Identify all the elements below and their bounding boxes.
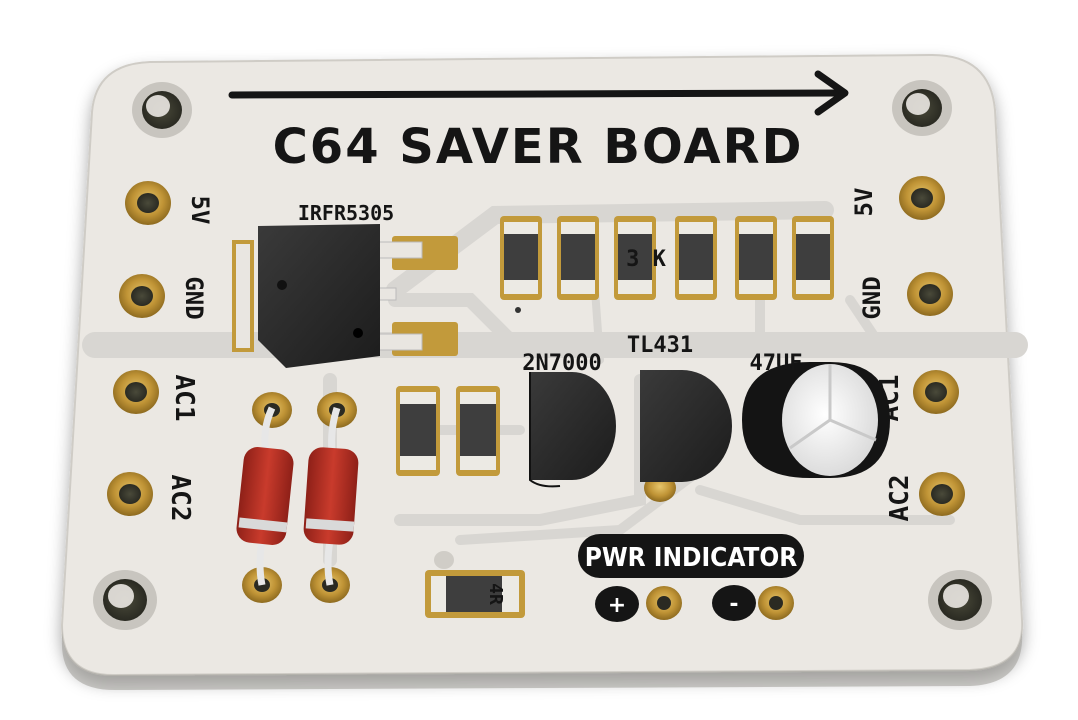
capacitor-label: 47UF (750, 351, 803, 376)
regulator-label: TL431 (627, 333, 693, 358)
pin-label-left-gnd: GND (180, 276, 208, 319)
mounting-hole-icon (928, 570, 992, 630)
diode-component (236, 447, 294, 545)
diode-component (303, 447, 359, 545)
resistor-array: 3 K (500, 216, 834, 313)
resistor-pair (396, 386, 500, 476)
smd-resistor (500, 216, 542, 300)
pin-pad (919, 472, 965, 516)
transistor-label: 2N7000 (522, 351, 601, 376)
smd-resistor (396, 386, 440, 476)
pin-label-left-5v: 5V (186, 196, 214, 225)
board-title: C64 SAVER BOARD (273, 119, 804, 175)
pin-pad (907, 272, 953, 316)
pin-label-left-ac1: AC1 (169, 375, 199, 422)
pin-label-left-ac2: AC2 (165, 475, 195, 522)
resistor-value-label: 3 K (626, 247, 666, 272)
pin-label-right-5v: 5V (850, 188, 878, 217)
smd-resistor (675, 216, 717, 300)
pin-label-right-gnd: GND (858, 276, 886, 319)
diode-pair (236, 392, 359, 603)
smd-resistor (456, 386, 500, 476)
capacitor-47uf: 47UF (742, 351, 890, 478)
mosfet-component: IRFR5305 (232, 201, 458, 368)
smd-resistor (614, 216, 656, 300)
mounting-hole-icon (892, 80, 952, 136)
pin-pad (913, 370, 959, 414)
smd-resistor (792, 216, 834, 300)
regulator-tl431: TL431 (627, 333, 732, 502)
bottom-resistor: 4R (425, 551, 525, 618)
pin-pad (119, 274, 165, 318)
left-pin-header: 5V GND AC1 AC2 (107, 181, 214, 521)
pin-pad (107, 472, 153, 516)
transistor-2n7000: 2N7000 (522, 351, 616, 488)
pin-pad (125, 181, 171, 225)
smd-resistor (557, 216, 599, 300)
power-indicator-label: PWR INDICATOR (585, 543, 798, 573)
mounting-holes (93, 80, 992, 630)
power-indicator: PWR INDICATOR + - (578, 534, 804, 622)
pin-pad (113, 370, 159, 414)
pin-label-right-ac2: AC2 (885, 475, 915, 522)
mosfet-label: IRFR5305 (298, 201, 394, 225)
mounting-hole-icon (93, 570, 157, 630)
mounting-hole-icon (132, 82, 192, 138)
bottom-resistor-label: 4R (485, 583, 506, 605)
pin-pad (899, 176, 945, 220)
smd-resistor (735, 216, 777, 300)
right-pin-header: 5V GND AC1 AC2 (850, 176, 965, 521)
board-edge (61, 620, 1023, 690)
power-minus-label: - (729, 592, 738, 617)
arrow-right-icon (228, 70, 849, 116)
power-plus-label: + (608, 593, 626, 618)
